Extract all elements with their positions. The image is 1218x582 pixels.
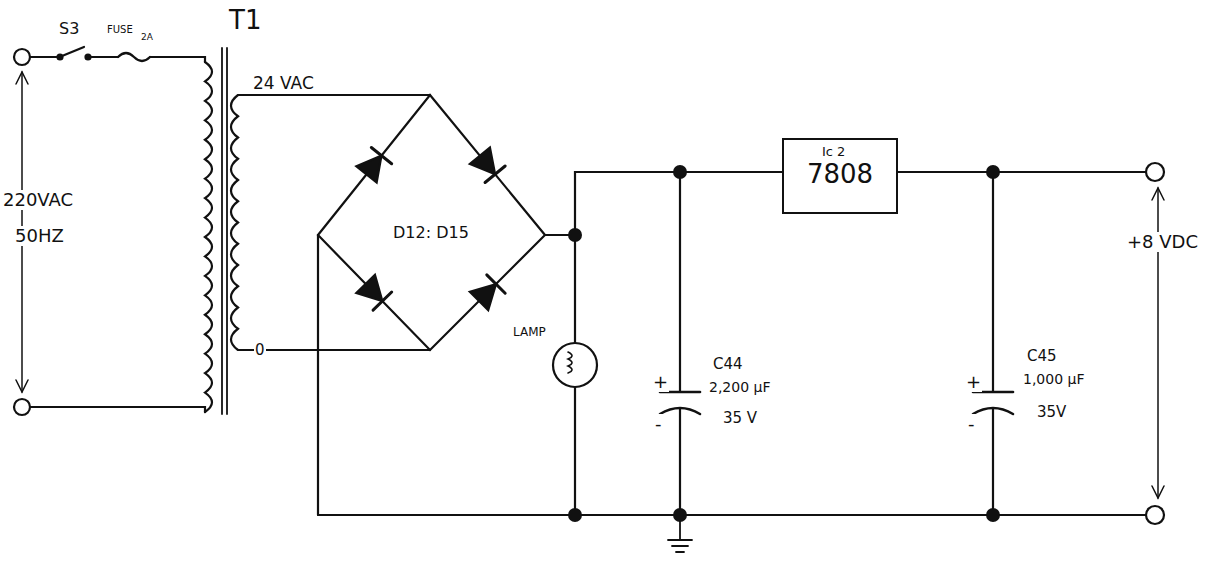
diode-names: D12: D15: [392, 224, 470, 242]
input-terminal: [14, 399, 30, 415]
secondary-coil: [231, 95, 244, 350]
capacitor-plate: [660, 408, 700, 414]
ground-rail: [318, 514, 1146, 516]
capacitor-voltage: 35 V: [722, 410, 758, 427]
junction-dot: [986, 508, 1000, 522]
wire: [679, 172, 681, 515]
wire: [545, 172, 782, 235]
capacitor-plate: [973, 408, 1013, 414]
wire: [30, 56, 58, 58]
ic-part-number: 7808: [792, 159, 888, 189]
input-terminal: [14, 49, 30, 65]
output-terminal: [1146, 506, 1164, 524]
wire: [244, 349, 430, 351]
input-frequency: 50HZ: [14, 226, 65, 246]
wire: [317, 235, 319, 515]
wire: [244, 94, 430, 96]
junction-dot: [568, 508, 582, 522]
capacitor-name: C44: [712, 356, 744, 373]
polarity-mark: -: [967, 414, 976, 434]
junction-dot: [673, 165, 687, 179]
diode-symbol: [470, 275, 505, 310]
input-voltage: 220VAC: [2, 190, 74, 210]
capacitor-value: 2,200 μF: [708, 380, 772, 395]
switch-blade: [62, 47, 84, 56]
switch-name: S3: [58, 20, 80, 38]
output-terminal: [1146, 163, 1164, 181]
diode-symbol: [356, 148, 391, 183]
transformer-core: [221, 48, 223, 414]
wire: [898, 171, 1146, 173]
fuse-label: FUSE: [106, 24, 134, 35]
lamp-symbol: [553, 343, 597, 387]
lamp-filament: [568, 352, 572, 373]
polarity-mark: +: [652, 372, 669, 392]
wire: [30, 407, 205, 412]
secondary-voltage: 24 VAC: [252, 74, 315, 93]
capacitor-voltage: 35V: [1036, 404, 1067, 421]
junction-dot: [986, 165, 1000, 179]
output-voltage: +8 VDC: [1126, 232, 1199, 252]
lamp-label: LAMP: [512, 326, 547, 339]
wire: [150, 57, 205, 62]
junction-dot: [673, 508, 687, 522]
wire: [574, 235, 576, 515]
capacitor-name: C45: [1026, 348, 1058, 365]
junction-dot: [568, 228, 582, 242]
wire: [992, 172, 994, 515]
polarity-mark: -: [654, 414, 663, 434]
wire: [90, 56, 118, 58]
transformer-name: T1: [228, 6, 262, 35]
regulator-box: Ic 27808: [782, 138, 898, 214]
tap-label: 0: [254, 342, 266, 359]
capacitor-value: 1,000 μF: [1022, 372, 1086, 387]
diode-symbol: [356, 275, 391, 310]
diode-group: [356, 147, 505, 310]
fuse-rating: 2A: [140, 33, 154, 43]
ic-number: Ic 2: [822, 144, 888, 159]
primary-coil: [205, 62, 212, 412]
bridge-rectifier: [318, 95, 545, 350]
fuse-symbol: [118, 53, 150, 61]
transformer-core: [226, 48, 228, 414]
polarity-mark: +: [965, 372, 982, 392]
diode-symbol: [470, 147, 505, 182]
